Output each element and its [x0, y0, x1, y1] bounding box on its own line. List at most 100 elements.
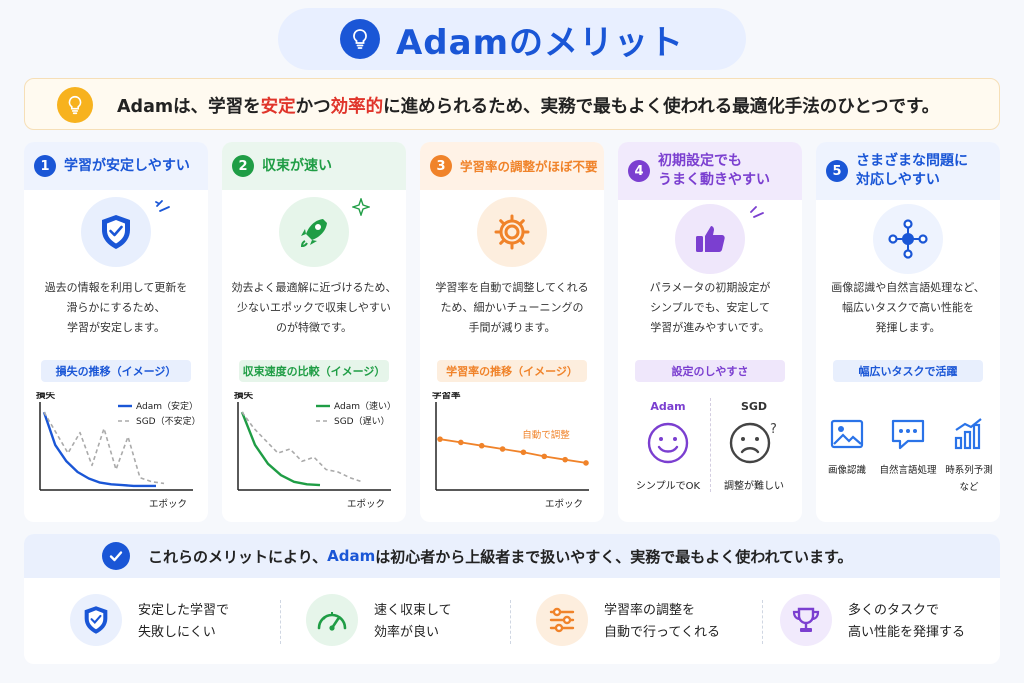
title-banner: Adamのメリット: [278, 8, 746, 70]
data-point-7: [562, 456, 568, 463]
task-image-recognition: 画像認識: [818, 416, 876, 476]
divider: [762, 600, 763, 644]
data-point-4: [499, 446, 506, 452]
data-point-8: [583, 460, 589, 466]
series-line-2: [43, 411, 165, 485]
sad-face-icon: ?: [729, 422, 777, 464]
card-tag: 設定のしやすさ: [635, 360, 785, 382]
card-description: 効去よく最適解に近づけるため、少ないエポックで収束しやすいのが特徴です。: [231, 281, 397, 334]
compare-left-name: Adam: [650, 400, 686, 413]
card-description: 過去の情報を利用して更新を滑らかにするため、学習が安定します。: [44, 281, 188, 334]
card-number: 2: [232, 155, 254, 177]
data-point-1: [437, 436, 443, 442]
card-number: 3: [430, 155, 452, 177]
x-axis-label: エポック: [347, 499, 385, 510]
intro-text: Adamは、学習を安定かつ効率的に進められるため、実務で最もよく使われる最適化手…: [117, 79, 939, 131]
card-versatile: 5 さまざまな問題に対応しやすい 画像認識や自然言語処理など、幅広いタスクで高い…: [816, 142, 1000, 522]
sliders-icon: [536, 594, 588, 646]
legend-label-2: SGD（遅い）: [334, 416, 390, 427]
card-description: パラメータの初期設定がシンプルでも、安定して学習が進みやすいです。: [649, 281, 771, 334]
intro-suffix: に進められるため、実務で最もよく使われる最適化手法のひとつです。: [383, 96, 940, 117]
card-number: 1: [34, 155, 56, 177]
card-learning-rate: 3 学習率の調整がほぼ不要 学習率を自動で調整してくれるため、細かいチューニング…: [420, 142, 604, 522]
intro-highlight-stable: 安定: [260, 96, 296, 117]
task-time-series: 時系列予測など: [940, 416, 998, 496]
card-title: 学習が安定しやすい: [64, 157, 190, 174]
benefit-text: 速く収束して効率が良い: [374, 603, 452, 640]
compare-left-caption: シンプルでOK: [635, 481, 701, 492]
card-tag: 収束速度の比較（イメージ）: [239, 360, 389, 382]
card-title: さまざまな問題に対応しやすい: [856, 153, 968, 188]
shield-check-icon: [81, 197, 151, 267]
card-description: 学習率を自動で調整してくれるため、細かいチューニングの手間が減ります。: [435, 281, 589, 334]
annotation-label: 自動で調整: [522, 429, 570, 441]
summary-panel: これらのメリットにより、Adam は初心者から上級者まで扱いやすく、実務で最もよ…: [24, 534, 1000, 664]
task-label: 時系列予測など: [945, 465, 993, 493]
summary-bar: これらのメリットにより、Adam は初心者から上級者まで扱いやすく、実務で最もよ…: [24, 534, 1000, 578]
bar-chart-icon: [954, 418, 982, 450]
check-circle-icon: [102, 542, 130, 570]
summary-text: これらのメリットにより、Adam は初心者から上級者まで扱いやすく、実務で最もよ…: [148, 534, 853, 578]
lightbulb-icon: [339, 19, 380, 59]
page-title: Adamのメリット: [395, 22, 685, 63]
card-header: 5 さまざまな問題に対応しやすい: [816, 142, 1000, 200]
network-icon: [873, 204, 943, 274]
divider: [510, 600, 511, 644]
lightbulb-icon: [57, 87, 93, 123]
card-tag: 幅広いタスクで活躍: [833, 360, 983, 382]
card-easy-setup: 4 初期設定でもうまく動きやすい パラメータの初期設定がシンプルでも、安定して学…: [618, 142, 802, 522]
rocket-icon: [279, 197, 349, 267]
compare-divider: [710, 398, 711, 492]
shield-check-icon: [70, 594, 122, 646]
chat-icon: [891, 419, 925, 450]
speedometer-icon: [306, 594, 358, 646]
sparkle-icon: [352, 198, 370, 216]
x-axis-label: エポック: [545, 499, 583, 510]
y-axis-label: 損失: [234, 392, 254, 401]
card-tag: 損失の推移（イメージ）: [41, 360, 191, 382]
x-axis-label: エポック: [149, 499, 187, 510]
task-nlp: 自然言語処理: [874, 416, 942, 476]
card-description: 画像認識や自然言語処理など、幅広いタスクで高い性能を発揮します。: [831, 281, 985, 334]
gear-icon: [477, 197, 547, 267]
series-line-2: [241, 411, 363, 483]
benefit-text: 多くのタスクで高い性能を発揮する: [848, 603, 966, 640]
spark-decoration-icon: [155, 200, 170, 212]
card-title: 初期設定でもうまく動きやすい: [658, 153, 770, 188]
card-header: 1 学習が安定しやすい: [24, 142, 208, 190]
card-stable-learning: 1 学習が安定しやすい 過去の情報を利用して更新を滑らかにするため、学習が安定し…: [24, 142, 208, 522]
divider: [280, 600, 281, 644]
legend-label-1: Adam（安定）: [136, 400, 198, 412]
benefit-text: 安定した学習で失敗しにくい: [138, 603, 230, 640]
thumbs-up-icon: [675, 204, 745, 274]
card-header: 4 初期設定でもうまく動きやすい: [618, 142, 802, 200]
data-point-5: [520, 449, 527, 456]
series-line-1: [240, 411, 321, 487]
summary-highlight: Adam: [327, 547, 376, 565]
compare-right-caption: 調整が難しい: [724, 481, 784, 492]
summary-suffix: は初心者から上級者まで扱いやすく、実務で最もよく使われています。: [375, 547, 853, 566]
sgd-compare: SGD ? 調整が難しい: [714, 400, 794, 492]
card-title: 学習率の調整がほぼ不要: [460, 158, 598, 174]
card-header: 2 収束が速い: [222, 142, 406, 190]
legend-label-1: Adam（速い）: [334, 401, 396, 412]
trophy-icon: [780, 594, 832, 646]
image-icon: [830, 419, 864, 449]
series-line-1: [439, 438, 587, 464]
smile-face-icon: [647, 422, 689, 464]
card-number: 5: [826, 160, 848, 182]
y-axis-label: 損失: [36, 392, 56, 401]
intro-mid: かつ: [295, 96, 331, 117]
legend-label-2: SGD（不安定）: [136, 415, 201, 427]
card-number: 4: [628, 160, 650, 182]
series-line-1: [42, 411, 156, 488]
card-title: 収束が速い: [262, 157, 332, 174]
summary-prefix: これらのメリットにより、: [148, 547, 328, 566]
data-point-6: [541, 453, 548, 460]
task-label: 自然言語処理: [879, 465, 937, 476]
intro-prefix: Adamは、学習を: [117, 96, 261, 117]
intro-highlight-efficient: 効率的: [330, 96, 384, 117]
